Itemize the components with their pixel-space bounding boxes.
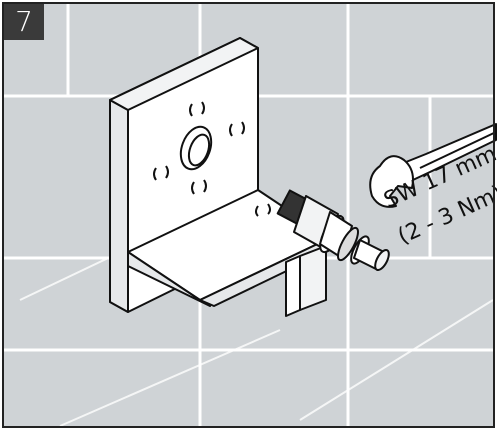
- valve-fitting: [276, 189, 390, 271]
- open-end-wrench: [369, 123, 497, 208]
- wall-bracket: [109, 37, 331, 317]
- step-number-badge: 7: [4, 4, 44, 40]
- panel-border: [2, 2, 495, 428]
